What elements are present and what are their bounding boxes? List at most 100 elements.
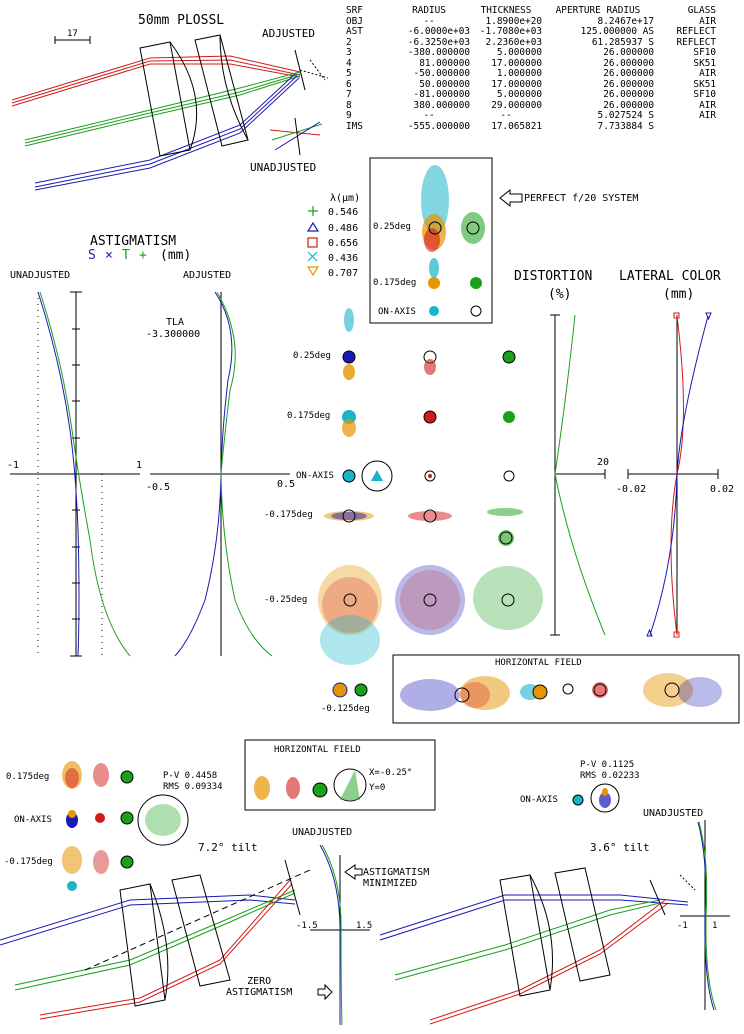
table-cell: 7.733884 S bbox=[597, 120, 654, 132]
table-cell: 26.000000 bbox=[603, 89, 654, 100]
astigmatism-plots bbox=[10, 291, 290, 657]
col-glass: GLASS bbox=[687, 5, 716, 16]
table-cell: -6.0000e+03 bbox=[407, 26, 470, 37]
table-cell: 8 bbox=[346, 99, 352, 111]
distortion-title: DISTORTION bbox=[514, 269, 593, 284]
lateral-color-unit: (mm) bbox=[663, 287, 695, 302]
col-srf: SRF bbox=[346, 5, 363, 16]
table-cell: REFLECT bbox=[676, 26, 716, 37]
table-cell: 5 bbox=[346, 68, 352, 79]
perfect-field-1: 0.25deg bbox=[373, 222, 411, 232]
table-row: 7 -81.000000 5.000000 26.000000 SF10 bbox=[346, 89, 716, 101]
perfect-system-spots bbox=[369, 157, 523, 324]
br-pv: P-V 0.1125 bbox=[580, 760, 635, 770]
spot-field-4: -0.175deg bbox=[264, 510, 313, 520]
distortion-unit: (%) bbox=[548, 287, 572, 302]
table-cell: -1.7080e+03 bbox=[479, 26, 542, 37]
table-cell: 17.000000 bbox=[491, 78, 542, 90]
br-onaxis: ON-AXIS bbox=[520, 795, 558, 805]
table-cell: SF10 bbox=[693, 89, 716, 100]
table-cell: 29.000000 bbox=[491, 99, 542, 111]
table-cell: 5.027524 S bbox=[597, 110, 654, 121]
table-cell: AIR bbox=[699, 68, 716, 79]
wavelength-value-2: 0.486 bbox=[328, 223, 359, 234]
perfect-field-3: ON-AXIS bbox=[378, 307, 416, 317]
table-cell: -81.000000 bbox=[413, 89, 470, 100]
table-cell: 50.000000 bbox=[419, 78, 470, 90]
wavelength-value-4: 0.436 bbox=[328, 253, 359, 264]
wavelength-legend-markers bbox=[306, 206, 320, 277]
bl-tick-min: -1.5 bbox=[296, 921, 318, 931]
hfield-box-title: HORIZONTAL FIELD bbox=[274, 745, 361, 755]
col-radius: RADIUS bbox=[412, 5, 446, 16]
astig-right-tick-min: -0.5 bbox=[146, 482, 171, 493]
table-cell: -6.3250e+03 bbox=[407, 36, 470, 48]
col-aperture: APERTURE RADIUS bbox=[555, 5, 641, 16]
table-cell: AST bbox=[346, 26, 363, 37]
bottom-left-lens bbox=[0, 844, 370, 1026]
astig-left-tick-max: 1 bbox=[136, 460, 143, 471]
table-cell: 1.8900e+20 bbox=[485, 15, 542, 27]
table-cell: 8.2467e+17 bbox=[597, 15, 654, 27]
perfect-field-2: 0.175deg bbox=[373, 278, 417, 288]
spot-field-1: 0.25deg bbox=[293, 351, 331, 361]
table-cell: -50.000000 bbox=[413, 68, 470, 79]
distortion-lateral-plots bbox=[550, 312, 719, 638]
astig-right-tick-max: 0.5 bbox=[277, 479, 296, 490]
astig-legend-plus: + bbox=[139, 248, 147, 263]
spot-field-3: ON-AXIS bbox=[296, 471, 334, 481]
spot-field-6: -0.125deg bbox=[321, 704, 370, 714]
lateral-tick-max: 0.02 bbox=[710, 484, 735, 495]
table-cell: 5.000000 bbox=[496, 89, 542, 100]
table-cell: 7 bbox=[346, 89, 352, 100]
top-lens-layout bbox=[11, 34, 329, 191]
astig-right-header: ADJUSTED bbox=[183, 270, 232, 281]
horizontal-field-title: HORIZONTAL FIELD bbox=[495, 658, 582, 668]
astig-unit: (mm) bbox=[160, 248, 192, 263]
bottom-right-lens bbox=[379, 783, 730, 1025]
hfield-center-box bbox=[244, 739, 436, 811]
bl-astig-minimized: ASTIGMATISM MINIMIZED bbox=[363, 867, 430, 889]
table-cell: -380.000000 bbox=[407, 47, 470, 58]
bl-rms: RMS 0.09334 bbox=[163, 782, 223, 792]
astig-legend-t: T bbox=[122, 248, 130, 263]
table-cell: 26.000000 bbox=[603, 68, 654, 79]
col-thickness: THICKNESS bbox=[480, 5, 532, 16]
br-rms: RMS 0.02233 bbox=[580, 771, 640, 781]
design-title: 50mm PLOSSL bbox=[138, 13, 225, 28]
table-cell: -- bbox=[423, 110, 435, 121]
astig-left-header: UNADJUSTED bbox=[10, 270, 71, 281]
table-cell: 1.000000 bbox=[496, 68, 542, 79]
table-cell: 17.065821 bbox=[491, 120, 542, 132]
table-cell: SF10 bbox=[693, 47, 716, 58]
adjusted-label: ADJUSTED bbox=[262, 27, 315, 40]
wavelength-value-3: 0.656 bbox=[328, 238, 359, 249]
table-cell: OBJ bbox=[346, 15, 363, 27]
hfield-x: X=-0.25° bbox=[369, 768, 413, 778]
unadjusted-label: UNADJUSTED bbox=[250, 161, 317, 174]
unadjusted-mini-focus bbox=[269, 117, 323, 156]
bottom-left-spots bbox=[62, 761, 189, 891]
bl-tilt: 7.2° tilt bbox=[198, 841, 258, 854]
table-cell: AIR bbox=[699, 99, 716, 111]
table-cell: 5.000000 bbox=[496, 47, 542, 58]
distortion-tick: 20 bbox=[597, 457, 610, 468]
table-cell: 26.000000 bbox=[603, 47, 654, 58]
wavelength-header: λ(µm) bbox=[330, 193, 361, 204]
table-cell: -555.000000 bbox=[407, 120, 470, 132]
scale-label: 17 bbox=[67, 29, 78, 39]
bl-field-2: ON-AXIS bbox=[14, 815, 52, 825]
table-cell: 125.000000 AS bbox=[580, 26, 654, 37]
perfect-system-label: PERFECT f/20 SYSTEM bbox=[524, 193, 639, 204]
lens-table-header: SRF RADIUS THICKNESS APERTURE RADIUS GLA… bbox=[346, 5, 716, 17]
bl-tick-max: 1.5 bbox=[356, 921, 373, 931]
lens-prescription-table: SRF RADIUS THICKNESS APERTURE RADIUS GLA… bbox=[346, 5, 716, 133]
